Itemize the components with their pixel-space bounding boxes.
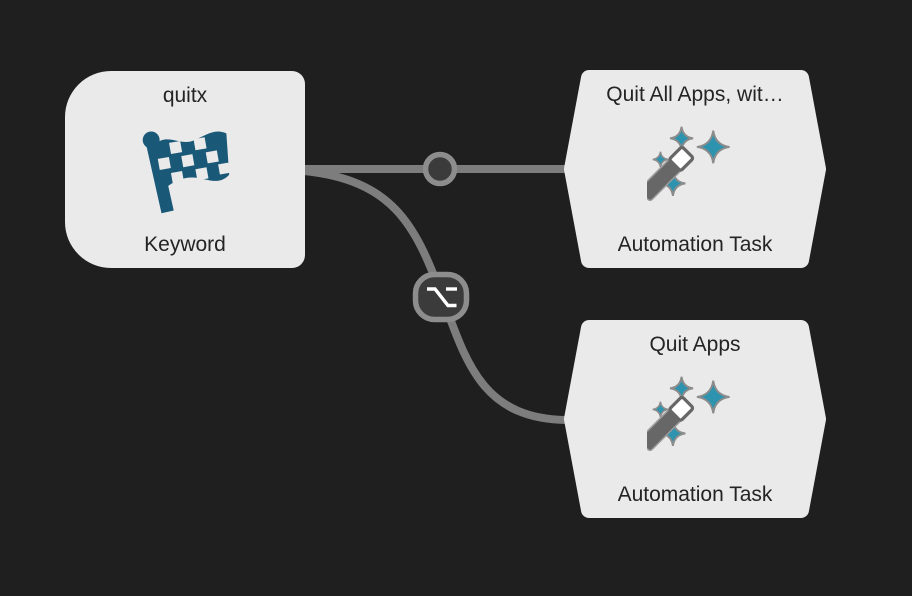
- checkered-flag-icon: [138, 124, 232, 218]
- hexagon-node-shape: [564, 320, 826, 518]
- node-title: Quit Apps: [649, 333, 741, 356]
- magic-wand-icon: [647, 122, 743, 218]
- node-title: Quit All Apps, wit…: [606, 83, 784, 106]
- node-type-label: Keyword: [144, 233, 226, 256]
- node-type-label: Automation Task: [617, 483, 773, 506]
- node-type-label: Automation Task: [617, 233, 773, 256]
- connection-modifier-badge-option[interactable]: [412, 271, 470, 323]
- hexagon-node-shape: [564, 70, 826, 268]
- option-key-icon: [427, 287, 457, 308]
- node-keyword[interactable]: quitx Keyword: [65, 71, 305, 268]
- node-automation-task-top[interactable]: Quit All Apps, wit… Automation Task: [564, 70, 826, 268]
- node-title: quitx: [162, 84, 208, 107]
- node-automation-task-bottom[interactable]: Quit Apps Automation Task: [564, 320, 826, 518]
- magic-wand-icon: [647, 372, 743, 468]
- connection-point-top[interactable]: [422, 151, 458, 187]
